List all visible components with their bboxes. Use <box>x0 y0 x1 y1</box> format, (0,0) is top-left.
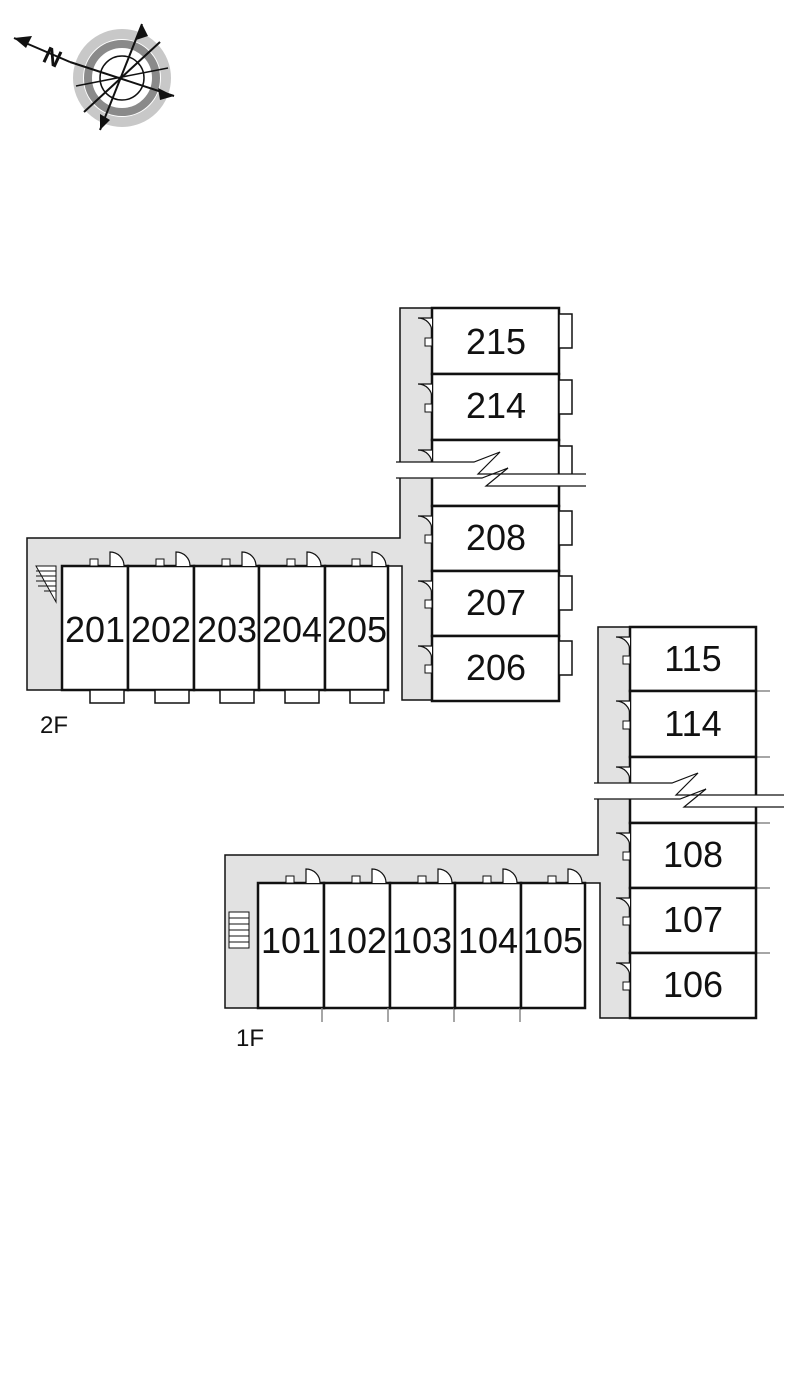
unit-number: 115 <box>664 638 721 679</box>
unit-207: 207 <box>417 569 573 638</box>
unit-number: 102 <box>327 920 387 961</box>
unit-number: 108 <box>663 834 723 875</box>
unit-106: 106 <box>615 951 758 1020</box>
unit-204: 204 <box>257 551 327 704</box>
unit-102: 102 <box>322 868 392 1022</box>
stairs-icon <box>35 565 57 604</box>
unit-114: 114 <box>615 689 770 759</box>
unit-number: 104 <box>458 920 518 961</box>
unit-number: 201 <box>65 609 125 650</box>
stairs-icon <box>228 911 250 949</box>
unit-number: 208 <box>466 517 526 558</box>
break-line <box>594 772 784 817</box>
unit-number: 203 <box>197 609 257 650</box>
unit-number: 206 <box>466 647 526 688</box>
compass-rose-icon: N <box>13 23 175 131</box>
compass-north-label: N <box>39 42 66 74</box>
unit-number: 105 <box>523 920 583 961</box>
unit-208: 208 <box>417 504 573 573</box>
unit-115: 115 <box>615 625 770 693</box>
unit-number: 204 <box>262 609 322 650</box>
corridor <box>26 307 433 701</box>
unit-number: 103 <box>392 920 452 961</box>
unit-202: 202 <box>126 551 196 704</box>
unit-214: 214 <box>417 372 573 442</box>
unit-number: 205 <box>327 609 387 650</box>
unit-number: 215 <box>466 321 526 362</box>
unit-215: 215 <box>417 306 573 376</box>
unit-101: 101 <box>256 868 326 1022</box>
unit-201: 201 <box>60 551 130 704</box>
corridor <box>224 626 631 1019</box>
unit-105: 105 <box>519 868 587 1010</box>
unit-number: 114 <box>664 703 721 744</box>
break-line <box>396 451 586 496</box>
unit-number: 202 <box>131 609 191 650</box>
floor-1f: 101 102 103 104 105 <box>224 625 784 1052</box>
unit-206: 206 <box>417 634 573 703</box>
unit-103: 103 <box>388 868 457 1022</box>
unit-104: 104 <box>453 868 523 1022</box>
unit-108: 108 <box>615 821 770 890</box>
unit-205: 205 <box>323 551 390 704</box>
unit-number: 101 <box>261 920 321 961</box>
unit-number: 214 <box>466 385 526 426</box>
floor-label-1f: 1F <box>236 1025 264 1052</box>
unit-number: 107 <box>663 899 723 940</box>
unit-number: 106 <box>663 964 723 1005</box>
unit-203: 203 <box>192 551 261 704</box>
unit-number: 207 <box>466 582 526 623</box>
unit-107: 107 <box>615 886 770 955</box>
floor-2f: 201 202 203 204 205 <box>26 306 586 739</box>
floor-label-2f: 2F <box>40 712 68 739</box>
